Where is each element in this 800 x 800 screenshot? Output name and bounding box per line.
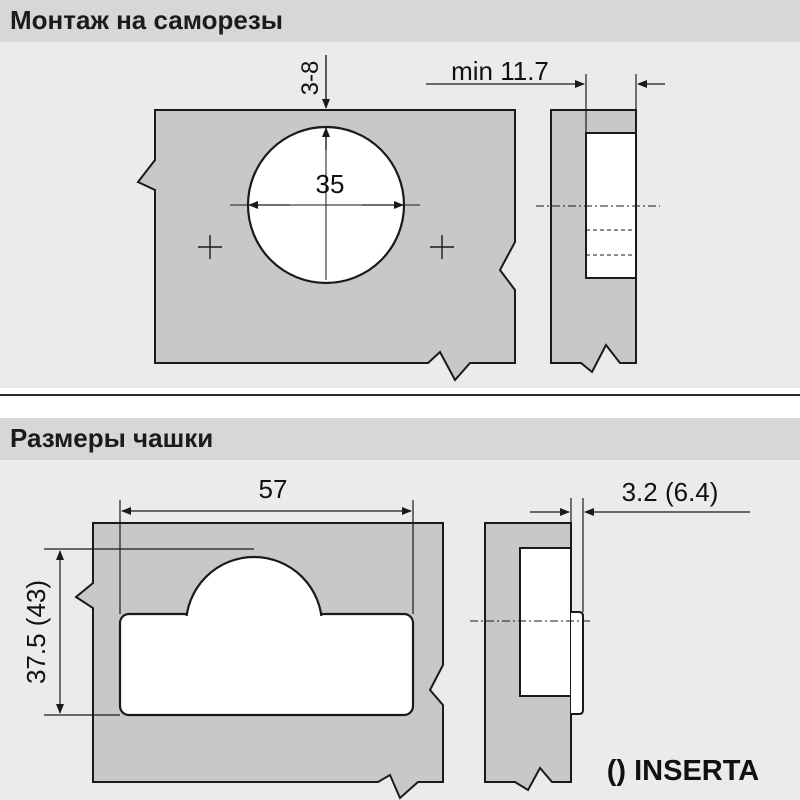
inserta-note: () INSERTA xyxy=(607,755,760,787)
cup-height-label: 37.5 (43) xyxy=(21,580,51,684)
section-title-mounting: Монтаж на саморезы xyxy=(10,5,283,35)
cup-depth-label: 3.2 (6.4) xyxy=(622,477,719,507)
cup-diameter-label: 35 xyxy=(316,169,345,199)
screw-mark-left xyxy=(198,235,222,259)
cup-recess xyxy=(519,547,572,697)
depth-range-label: 3-8 xyxy=(297,61,324,96)
section-header-cup: Размеры чашки xyxy=(0,418,800,460)
section-header-mounting: Монтаж на саморезы xyxy=(0,0,800,42)
cup-width-label: 57 xyxy=(259,474,288,504)
cup-flange xyxy=(571,611,584,715)
screw-mark-right xyxy=(430,235,454,259)
mounting-diagram: 35 3-8 min 11.7 xyxy=(136,55,665,382)
cup-dimensions-diagram: 57 37.5 (43) 3.2 (6.4) () INSERTA xyxy=(21,474,760,800)
section-divider xyxy=(0,394,800,396)
min-thickness-label: min 11.7 xyxy=(451,56,549,86)
section-title-cup: Размеры чашки xyxy=(10,423,214,453)
